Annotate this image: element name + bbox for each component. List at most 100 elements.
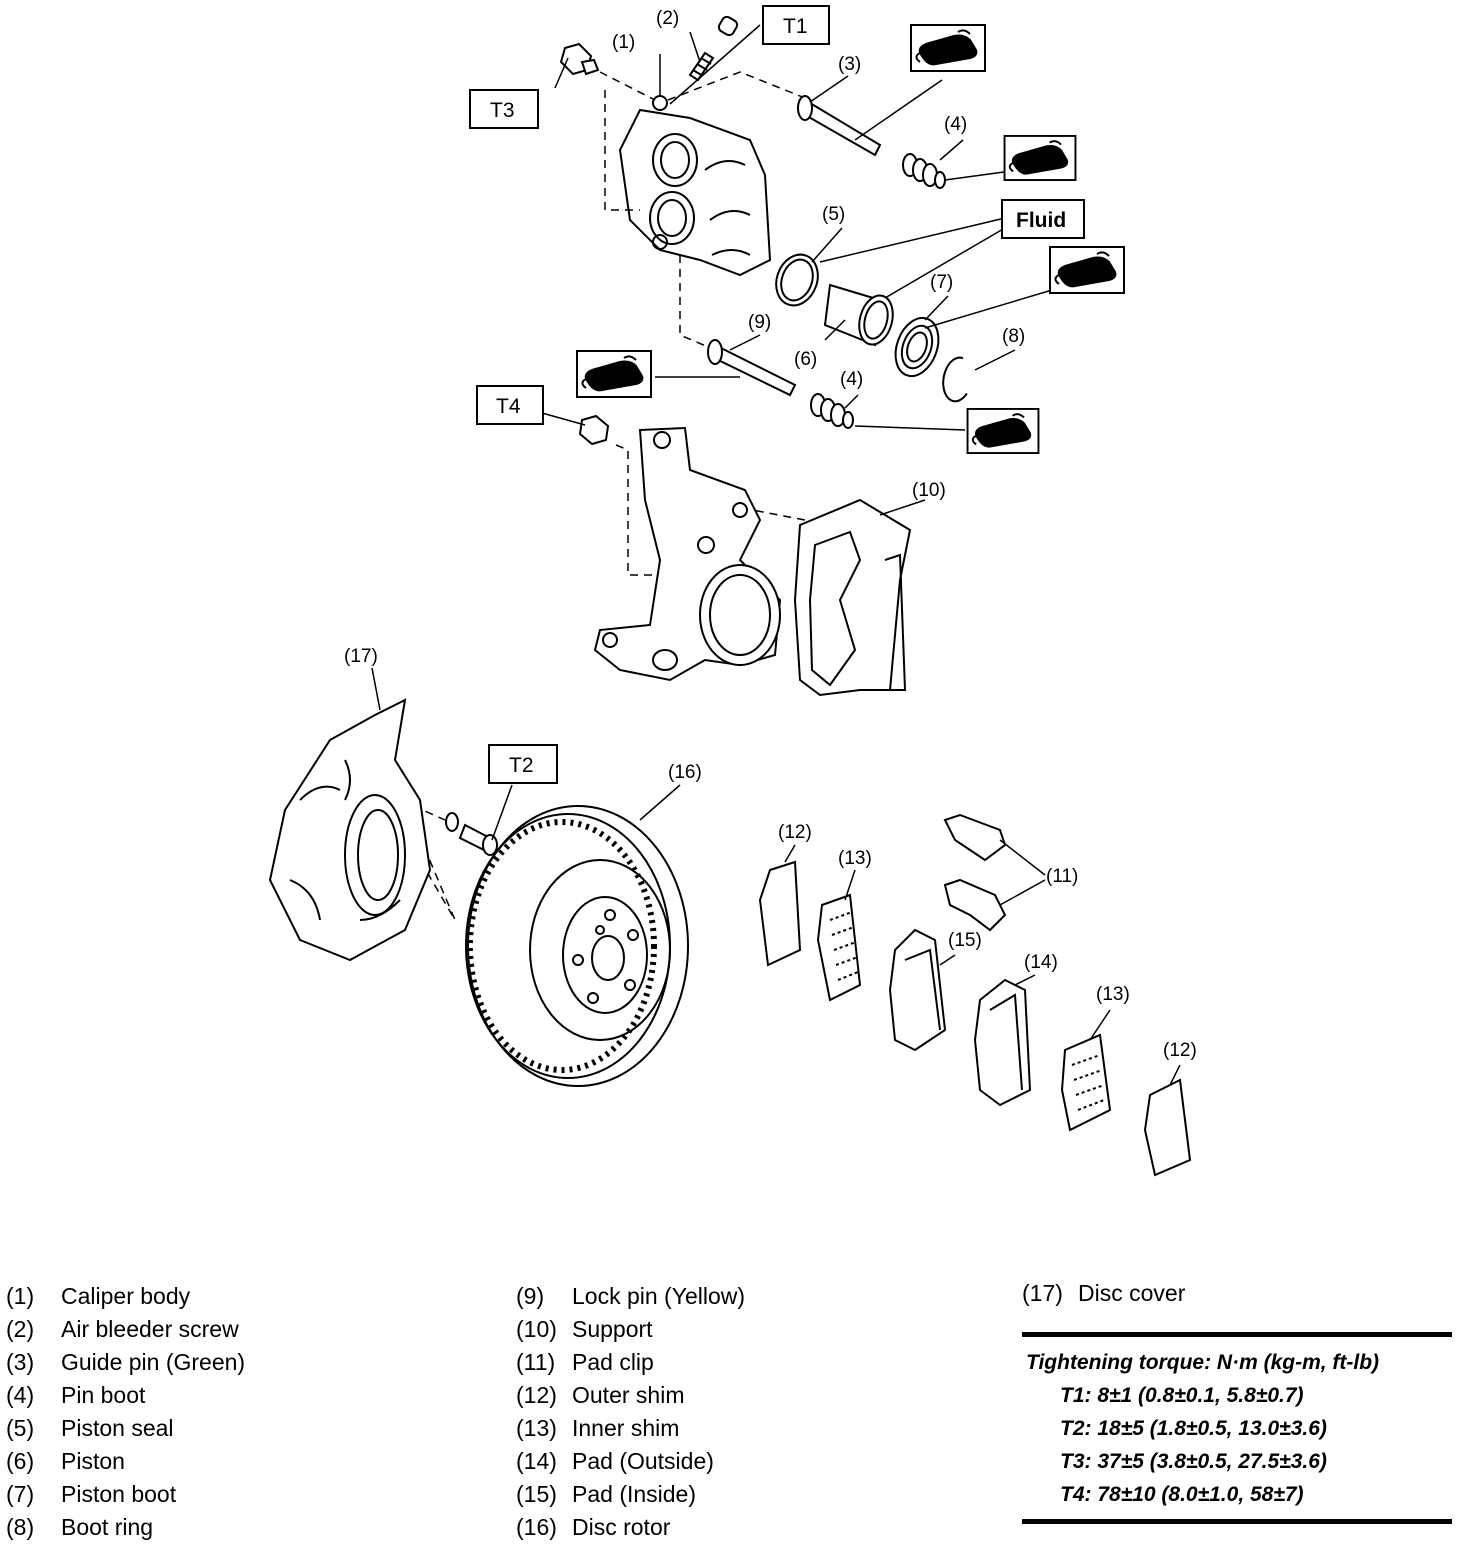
air-bleeder-screw <box>688 15 739 82</box>
callout-4-upper: (4) <box>944 114 967 135</box>
callout-13-right: (13) <box>1096 984 1130 1005</box>
callout-15: (15) <box>948 930 982 951</box>
tightening-torque-table: Tightening torque: N·m (kg-m, ft-lb) T1:… <box>1022 1332 1452 1524</box>
legend-number: (9) <box>516 1283 545 1309</box>
legend-part-name: Piston <box>61 1448 125 1474</box>
callout-4-lower: (4) <box>840 369 863 390</box>
grease-icon <box>966 408 1040 454</box>
legend-number: (3) <box>6 1349 35 1375</box>
legend-number: (15) <box>516 1481 557 1507</box>
torque-spec-t1: T1: 8±1 (0.8±0.1, 5.8±0.7) <box>1060 1384 1304 1407</box>
t3-bolt <box>559 42 600 76</box>
grease-icon <box>909 24 987 72</box>
exploded-brake-diagram: (1) (2) (3) (4) (5) (6) (7) (8) (9) (4) … <box>268 5 1197 1177</box>
t2-screw <box>445 812 498 856</box>
pin-boot-upper <box>902 153 946 189</box>
legend-number: (4) <box>6 1382 35 1408</box>
legend-item: (15) Pad (Inside) <box>516 1478 745 1511</box>
legend-part-name: Pad (Outside) <box>572 1448 714 1474</box>
legend-item: (10) Support <box>516 1313 745 1346</box>
legend-part-name: Disc rotor <box>572 1514 671 1540</box>
piston <box>823 283 894 347</box>
legend-column-2: (9) Lock pin (Yellow) (10) Support (11) Pad c… <box>516 1280 745 1544</box>
legend-part-name: Pad clip <box>572 1349 654 1375</box>
torque-spec-t4: T4: 78±10 (8.0±1.0, 58±7) <box>1060 1483 1304 1506</box>
torque-spec-t3: T3: 37±5 (3.8±0.5, 27.5±3.6) <box>1060 1450 1327 1473</box>
callout-10: (10) <box>912 480 946 501</box>
callout-3: (3) <box>838 54 861 75</box>
legend-item: (17)Disc cover <box>1022 1277 1185 1310</box>
legend-number: (10) <box>516 1316 557 1342</box>
legend-item: (4)Pin boot <box>6 1379 245 1412</box>
legend-part-name: Caliper body <box>61 1283 191 1309</box>
grease-icon <box>1048 246 1126 294</box>
torque-title: Tightening torque: N·m (kg-m, ft-lb) <box>1026 1351 1380 1374</box>
svg-text:T4: T4 <box>496 395 521 418</box>
callout-16: (16) <box>668 762 702 783</box>
legend-number: (12) <box>516 1382 557 1408</box>
legend-item: (11) Pad clip <box>516 1346 745 1379</box>
outer-shim-right <box>1143 1078 1192 1177</box>
legend-part-name: Piston seal <box>61 1415 174 1441</box>
disc-rotor <box>465 805 689 1087</box>
legend-part-name: Guide pin (Green) <box>61 1349 246 1375</box>
svg-text:T2: T2 <box>509 754 534 777</box>
t4-bolt <box>578 414 610 446</box>
legend-part-name: Support <box>572 1316 653 1342</box>
legend-item: (8)Boot ring <box>6 1511 245 1544</box>
callout-13-left: (13) <box>838 848 872 869</box>
legend-item: (5) Piston seal <box>6 1412 245 1445</box>
outer-shim-left <box>758 860 802 967</box>
legend-number: (5) <box>6 1415 35 1441</box>
grease-icon <box>575 350 653 398</box>
svg-text:T3: T3 <box>490 99 515 122</box>
callout-17: (17) <box>344 646 378 667</box>
pin-boot-lower <box>810 393 854 429</box>
torque-box-t2: T2 <box>488 744 558 784</box>
svg-text:T1: T1 <box>783 15 808 38</box>
legend-number: (1) <box>6 1283 35 1309</box>
callout-5: (5) <box>822 204 845 225</box>
knuckle-housing <box>593 426 782 682</box>
legend-part-name: Lock pin (Yellow) <box>572 1283 746 1309</box>
legend-item: (13) Inner shim <box>516 1412 745 1445</box>
callout-6: (6) <box>794 349 817 370</box>
legend-number: (13) <box>516 1415 557 1441</box>
legend-item: (12) Outer shim <box>516 1379 745 1412</box>
piston-seal <box>775 253 819 307</box>
support-bracket <box>793 498 912 697</box>
legend-part-name: Pad (Inside) <box>572 1481 697 1507</box>
inner-shim-right <box>1060 1033 1112 1132</box>
callout-2: (2) <box>656 8 679 29</box>
torque-spec-t2: T2: 18±5 (1.8±0.5, 13.0±3.6) <box>1060 1417 1327 1440</box>
callout-leaders <box>371 24 1181 1086</box>
legend-number: (6) <box>6 1448 35 1474</box>
legend-item: (16) Disc rotor <box>516 1511 745 1544</box>
grease-icon <box>1003 135 1077 181</box>
svg-text:Fluid: Fluid <box>1016 209 1066 232</box>
legend-part-name: Outer shim <box>572 1382 685 1408</box>
legend-number: (11) <box>516 1349 556 1375</box>
torque-box-t1: T1 <box>762 5 830 45</box>
boot-ring <box>942 356 968 403</box>
legend-item: (7) Piston boot <box>6 1478 245 1511</box>
legend-number: (7) <box>6 1481 35 1507</box>
torque-box-t3: T3 <box>469 89 539 129</box>
inner-shim-left <box>816 893 862 1002</box>
callout-1: (1) <box>612 32 635 53</box>
legend-number: (2) <box>6 1316 35 1342</box>
piston-boot <box>894 316 940 378</box>
callout-7: (7) <box>930 272 953 293</box>
legend-part-name: Inner shim <box>572 1415 680 1441</box>
legend-item: (1) Caliper body <box>6 1280 245 1313</box>
guide-pin <box>797 95 882 157</box>
legend-column-1: (1) Caliper body (2) Air bleeder screw (3) Gu… <box>6 1280 245 1544</box>
lock-pin <box>707 339 797 397</box>
caliper-body <box>618 95 772 277</box>
legend-part-name: Disc cover <box>1078 1280 1186 1306</box>
legend-item: (9) Lock pin (Yellow) <box>516 1280 745 1313</box>
legend-number: (16) <box>516 1514 557 1540</box>
legend-part-name: Piston boot <box>61 1481 177 1507</box>
legend-item: (2) Air bleeder screw <box>6 1313 245 1346</box>
legend-part-name: Air bleeder screw <box>61 1316 239 1342</box>
